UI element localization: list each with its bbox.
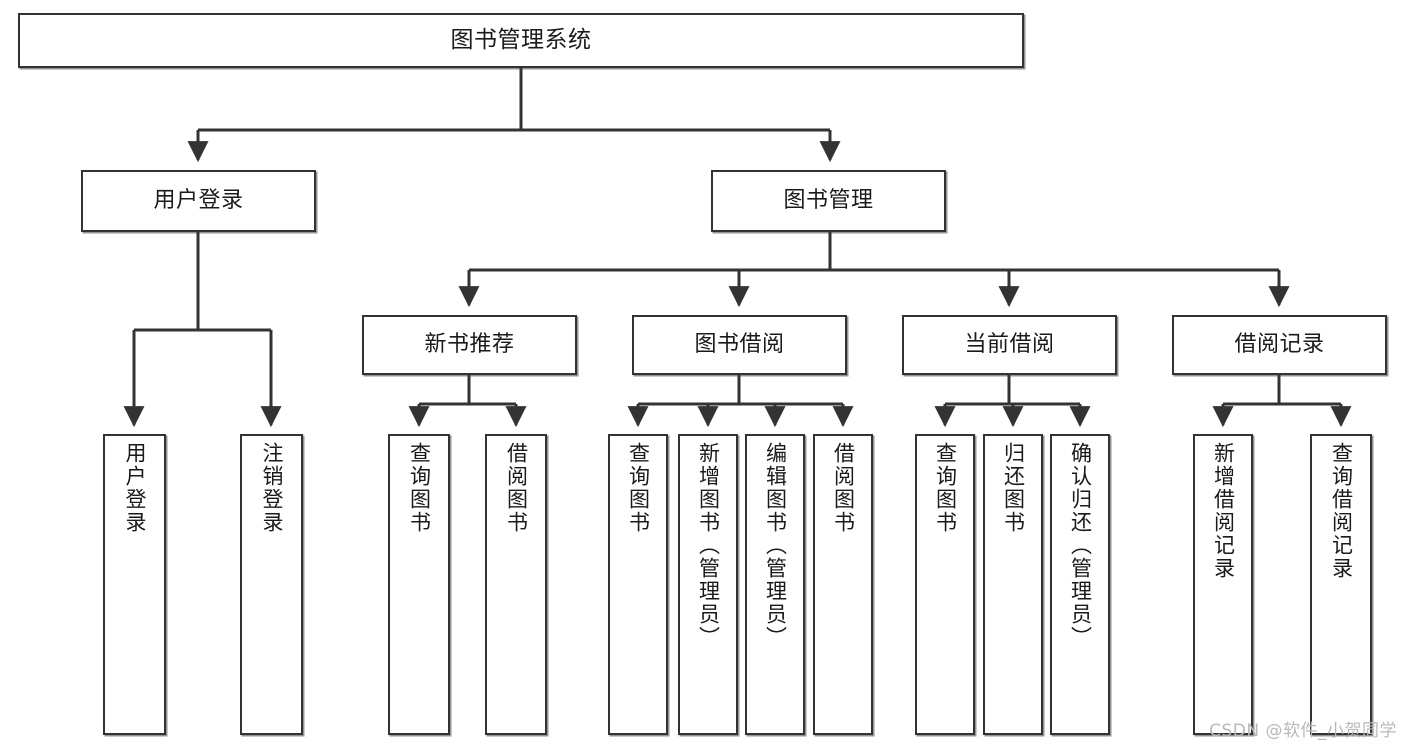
leaf-confirm-return[interactable]: 确认归还（管理员）: [1050, 434, 1110, 735]
leaf-query-book-3[interactable]: 查询图书: [915, 434, 975, 735]
leaf-borrow-book-2[interactable]: 借阅图书: [813, 434, 873, 735]
leaf-logout-login[interactable]: 注销登录: [240, 434, 303, 735]
leaf-return-book[interactable]: 归还图书: [983, 434, 1043, 735]
node-borrow-record[interactable]: 借阅记录: [1172, 315, 1387, 375]
leaf-logout-login-label: 注销登录: [260, 442, 284, 534]
leaf-add-book-label: 新增图书（管理员）: [696, 442, 721, 649]
node-user-login-label: 用户登录: [153, 187, 244, 213]
leaf-borrow-book-2-label: 借阅图书: [831, 442, 856, 534]
leaf-return-book-label: 归还图书: [1001, 442, 1026, 534]
csdn-watermark: CSDN @软件_小贺同学: [1209, 721, 1397, 741]
node-book-management[interactable]: 图书管理: [711, 170, 946, 232]
leaf-user-login[interactable]: 用户登录: [103, 434, 166, 735]
leaf-borrow-book-1[interactable]: 借阅图书: [485, 434, 547, 735]
leaf-query-record[interactable]: 查询借阅记录: [1310, 434, 1372, 735]
leaf-query-book-1-label: 查询图书: [407, 442, 432, 534]
leaf-edit-book-label: 编辑图书（管理员）: [763, 442, 788, 649]
leaf-add-record[interactable]: 新增借阅记录: [1193, 434, 1253, 735]
node-new-book-recommend-label: 新书推荐: [424, 331, 515, 357]
leaf-query-book-2[interactable]: 查询图书: [608, 434, 668, 735]
leaf-query-book-2-label: 查询图书: [626, 442, 651, 534]
node-book-borrow[interactable]: 图书借阅: [632, 315, 847, 375]
node-root-label: 图书管理系统: [450, 27, 592, 54]
leaf-query-book-1[interactable]: 查询图书: [388, 434, 450, 735]
node-borrow-record-label: 借阅记录: [1234, 331, 1325, 357]
leaf-edit-book[interactable]: 编辑图书（管理员）: [745, 434, 805, 735]
leaf-query-record-label: 查询借阅记录: [1329, 442, 1354, 580]
leaf-add-record-label: 新增借阅记录: [1211, 442, 1236, 580]
leaf-borrow-book-1-label: 借阅图书: [504, 442, 529, 534]
node-user-login[interactable]: 用户登录: [81, 170, 316, 232]
leaf-query-book-3-label: 查询图书: [933, 442, 958, 534]
node-root[interactable]: 图书管理系统: [18, 13, 1024, 68]
leaf-confirm-return-label: 确认归还（管理员）: [1068, 442, 1093, 649]
leaf-user-login-label: 用户登录: [123, 442, 147, 534]
leaf-add-book[interactable]: 新增图书（管理员）: [678, 434, 738, 735]
node-current-borrow[interactable]: 当前借阅: [902, 315, 1117, 375]
node-current-borrow-label: 当前借阅: [964, 331, 1055, 357]
node-book-borrow-label: 图书借阅: [694, 331, 785, 357]
node-book-management-label: 图书管理: [783, 187, 874, 213]
node-new-book-recommend[interactable]: 新书推荐: [362, 315, 577, 375]
